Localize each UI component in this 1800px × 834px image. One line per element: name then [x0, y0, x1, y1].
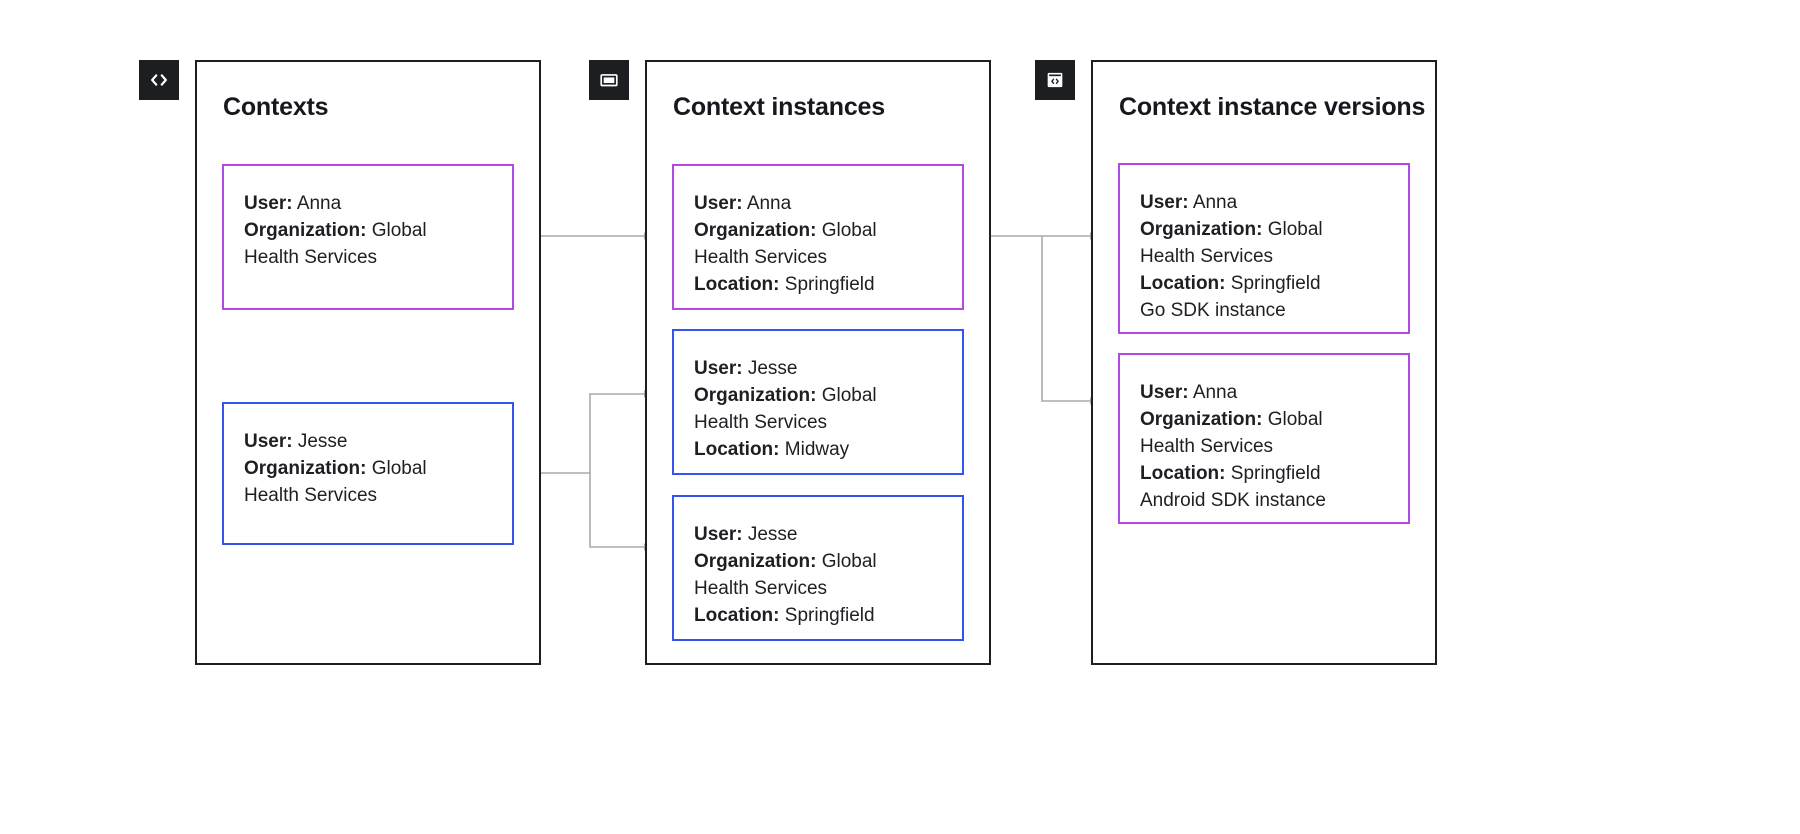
connector-jesse-to-midway: [589, 390, 653, 473]
field-key: Organization:: [244, 220, 367, 241]
card-line: Organization: Global: [694, 382, 942, 409]
field-value: Global: [371, 458, 427, 479]
card-line: Health Services: [694, 575, 942, 602]
card-line: Organization: Global: [244, 217, 492, 244]
field-value: Anna: [296, 193, 342, 214]
field-key: Organization:: [694, 220, 817, 241]
card-instance-jesse-midway[interactable]: User: Jesse Organization: Global Health …: [672, 329, 964, 475]
field-value: Go SDK instance: [1140, 300, 1286, 321]
field-key: User:: [244, 193, 293, 214]
card-line: User: Jesse: [244, 428, 492, 455]
field-key: User:: [694, 358, 743, 379]
field-key: User:: [694, 524, 743, 545]
field-value: Health Services: [1140, 246, 1274, 267]
field-value: Jesse: [297, 431, 348, 452]
field-key: Organization:: [1140, 219, 1263, 240]
field-value: Jesse: [747, 358, 798, 379]
field-key: User:: [1140, 192, 1189, 213]
field-key: Organization:: [1140, 409, 1263, 430]
card-line: Health Services: [694, 244, 942, 271]
field-value: Midway: [784, 439, 850, 460]
connector-jesse-to-springfield: [589, 473, 653, 551]
card-line: Location: Springfield: [1140, 270, 1388, 297]
field-value: Jesse: [747, 524, 798, 545]
field-key: Location:: [1140, 463, 1226, 484]
card-context-anna[interactable]: User: Anna Organization: Global Health S…: [222, 164, 514, 310]
card-version-android-sdk[interactable]: User: Anna Organization: Global Health S…: [1118, 353, 1410, 524]
card-line: User: Anna: [244, 190, 492, 217]
card-instance-jesse-springfield[interactable]: User: Jesse Organization: Global Health …: [672, 495, 964, 641]
card-line: Organization: Global: [244, 455, 492, 482]
panel-title-context-instance-versions: Context instance versions: [1119, 93, 1426, 121]
card-line: User: Anna: [1140, 189, 1388, 216]
card-line: Go SDK instance: [1140, 297, 1388, 324]
card-line: Location: Midway: [694, 436, 942, 463]
field-value: Springfield: [1230, 273, 1321, 294]
field-value: Anna: [746, 193, 792, 214]
card-line: Location: Springfield: [1140, 460, 1388, 487]
field-key: Location:: [694, 274, 780, 295]
window-filled-icon: [589, 60, 629, 100]
card-line: Organization: Global: [1140, 216, 1388, 243]
field-value: Global: [821, 551, 877, 572]
field-value: Android SDK instance: [1140, 490, 1326, 511]
field-value: Health Services: [694, 247, 828, 268]
card-line: Organization: Global: [694, 217, 942, 244]
card-line: User: Anna: [1140, 379, 1388, 406]
field-value: Anna: [1192, 192, 1238, 213]
field-value: Global: [1267, 409, 1323, 430]
card-line: User: Jesse: [694, 521, 942, 548]
panel-title-context-instances: Context instances: [673, 93, 885, 121]
field-value: Health Services: [1140, 436, 1274, 457]
card-line: User: Jesse: [694, 355, 942, 382]
card-line: Health Services: [694, 409, 942, 436]
field-key: User:: [1140, 382, 1189, 403]
panel-title-contexts: Contexts: [223, 93, 329, 121]
field-value: Springfield: [784, 605, 875, 626]
card-line: User: Anna: [694, 190, 942, 217]
field-value: Global: [821, 220, 877, 241]
field-value: Anna: [1192, 382, 1238, 403]
field-value: Health Services: [244, 247, 378, 268]
card-line: Location: Springfield: [694, 602, 942, 629]
card-context-jesse[interactable]: User: Jesse Organization: Global Health …: [222, 402, 514, 545]
card-line: Organization: Global: [694, 548, 942, 575]
field-key: Organization:: [694, 551, 817, 572]
field-value: Health Services: [694, 578, 828, 599]
card-version-go-sdk[interactable]: User: Anna Organization: Global Health S…: [1118, 163, 1410, 334]
card-instance-anna-springfield[interactable]: User: Anna Organization: Global Health S…: [672, 164, 964, 310]
field-value: Global: [1267, 219, 1323, 240]
card-line: Health Services: [244, 482, 492, 509]
field-value: Global: [821, 385, 877, 406]
card-line: Location: Springfield: [694, 271, 942, 298]
field-value: Springfield: [784, 274, 875, 295]
field-value: Global: [371, 220, 427, 241]
card-line: Health Services: [244, 244, 492, 271]
field-key: Organization:: [244, 458, 367, 479]
window-code-icon: [1035, 60, 1075, 100]
field-key: Organization:: [694, 385, 817, 406]
panel-contexts: Contexts: [195, 60, 541, 665]
field-key: Location:: [694, 605, 780, 626]
field-key: User:: [694, 193, 743, 214]
field-key: Location:: [1140, 273, 1226, 294]
connector-instance-to-android-sdk: [1041, 236, 1099, 405]
field-key: Location:: [694, 439, 780, 460]
card-line: Health Services: [1140, 243, 1388, 270]
card-line: Android SDK instance: [1140, 487, 1388, 514]
card-line: Health Services: [1140, 433, 1388, 460]
field-key: User:: [244, 431, 293, 452]
field-value: Springfield: [1230, 463, 1321, 484]
code-brackets-icon: [139, 60, 179, 100]
card-line: Organization: Global: [1140, 406, 1388, 433]
field-value: Health Services: [244, 485, 378, 506]
field-value: Health Services: [694, 412, 828, 433]
